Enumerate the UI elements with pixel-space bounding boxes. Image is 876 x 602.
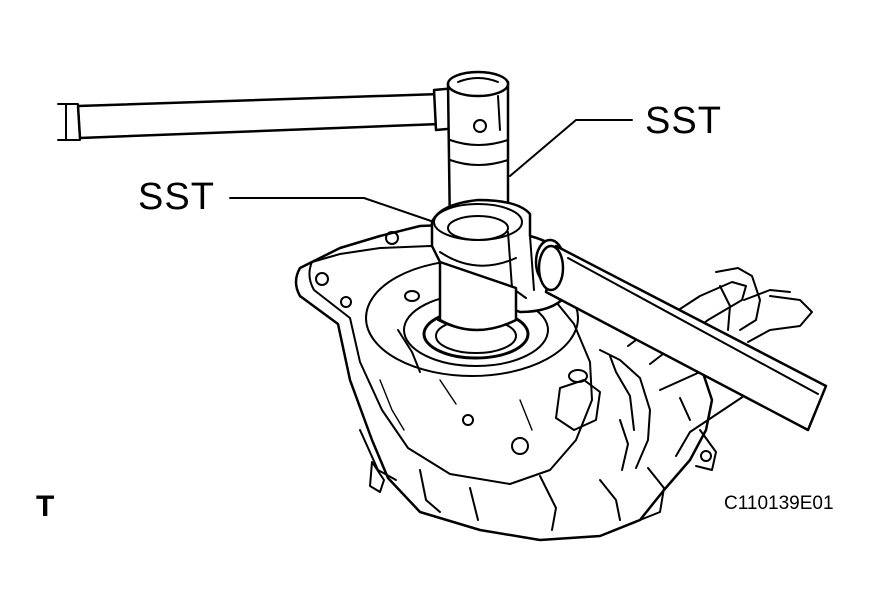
leader-lines — [229, 119, 633, 223]
view-marker: T — [36, 490, 55, 523]
sst-holder-bar — [537, 244, 828, 432]
sst-label-left: SST — [138, 176, 215, 218]
sst-handle-tool — [57, 70, 510, 234]
sst-label-upper: SST — [645, 100, 722, 142]
illustration-code: C110139E01 — [724, 493, 834, 514]
